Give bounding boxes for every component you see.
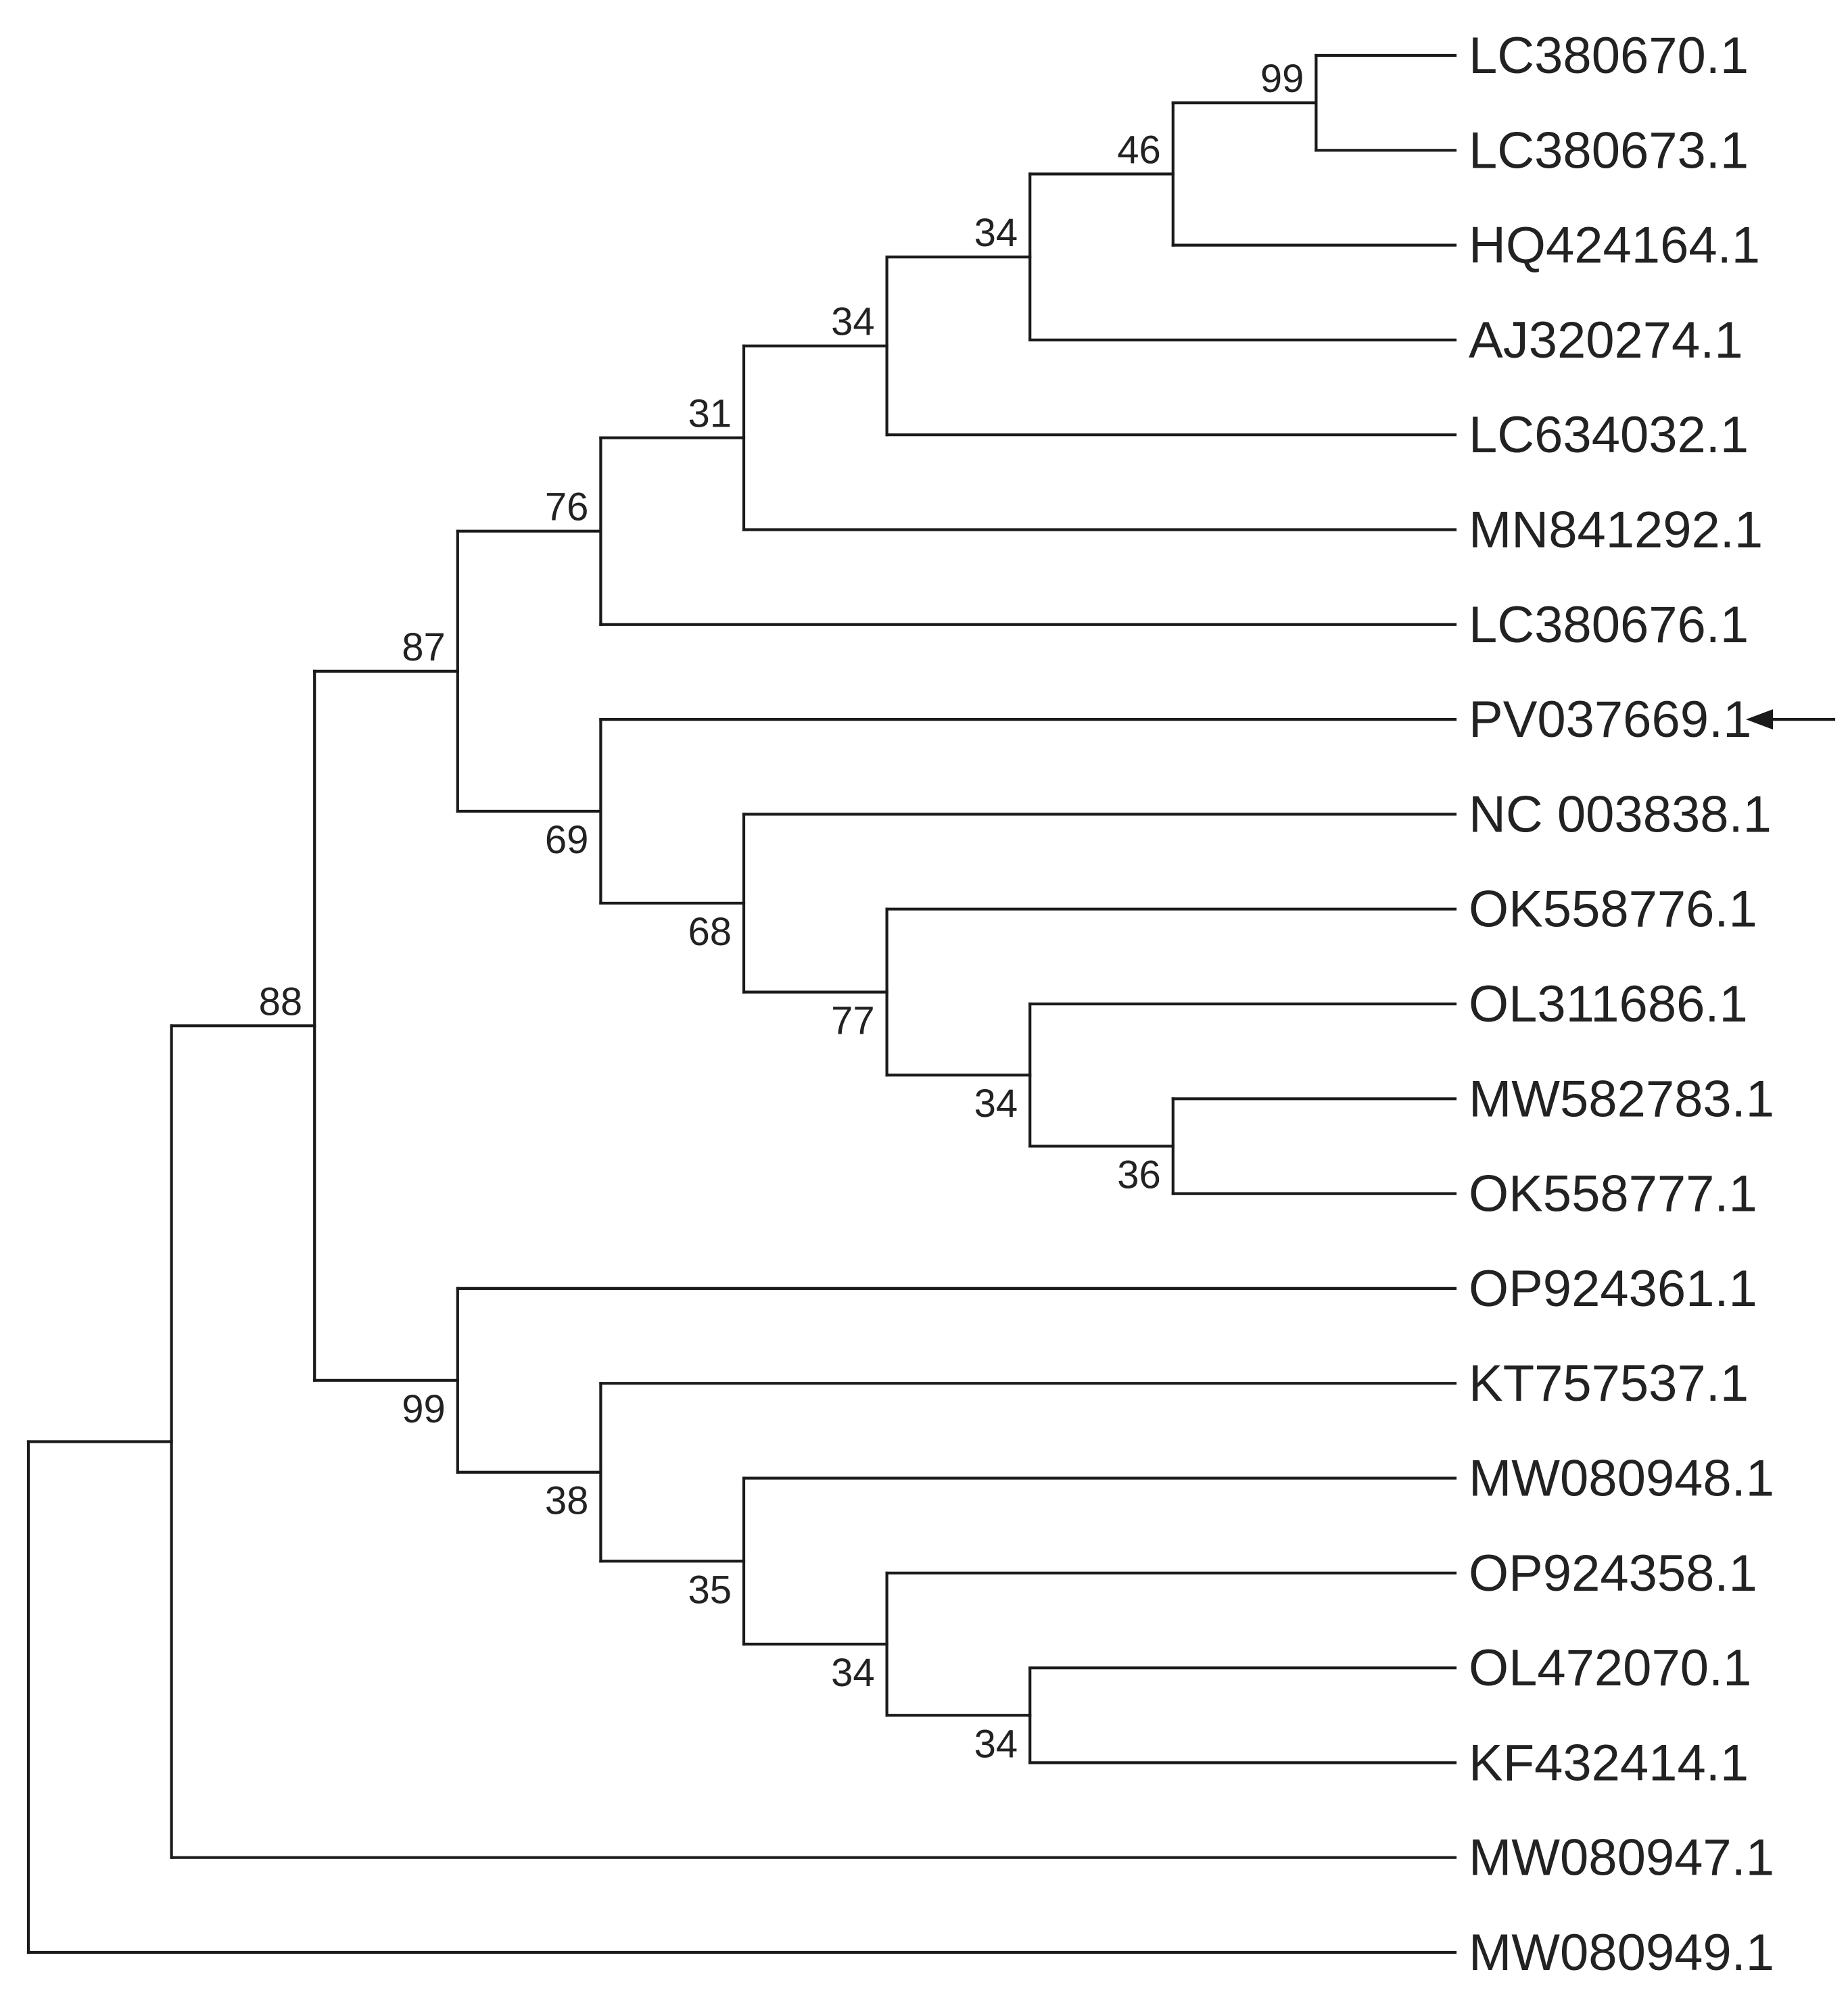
taxon-label: OK558776.1 [1469,881,1757,938]
bootstrap-value: 34 [974,211,1018,255]
bootstrap-value: 36 [1117,1153,1161,1197]
tree-branches [26,53,1457,1954]
taxon-label: NC 003838.1 [1469,786,1772,843]
taxon-label: MW080949.1 [1469,1924,1774,1981]
taxon-label: KT757537.1 [1469,1355,1749,1412]
taxon-label: OL472070.1 [1469,1639,1751,1697]
taxon-label: OL311686.1 [1469,976,1748,1033]
taxon-label: MW080947.1 [1469,1829,1774,1887]
bootstrap-support-values: 88 87 76 31 34 34 46 99 69 68 77 34 36 99 38 35 34 34 [259,57,1304,1766]
left-arrow-icon [1746,709,1836,730]
taxon-label: HQ424164.1 [1469,217,1760,274]
bootstrap-value: 87 [402,625,446,669]
taxon-label: PV037669.1 [1469,691,1751,748]
taxon-label: OP924361.1 [1469,1260,1757,1318]
bootstrap-value: 34 [974,1082,1018,1126]
bootstrap-value: 76 [545,485,589,529]
taxon-label: MN841292.1 [1469,502,1763,559]
bootstrap-value: 35 [688,1568,732,1612]
bootstrap-value: 99 [402,1387,446,1431]
taxon-label: OK558777.1 [1469,1165,1757,1223]
bootstrap-value: 99 [1260,57,1304,101]
taxon-label: MW080948.1 [1469,1450,1774,1508]
bootstrap-value: 88 [259,980,303,1024]
taxon-label: LC380676.1 [1469,596,1749,654]
highlight-markers [1746,709,1836,730]
taxon-labels: LC380670.1LC380673.1HQ424164.1AJ320274.1… [1469,27,1774,1981]
bootstrap-value: 68 [688,910,732,954]
bootstrap-value: 77 [831,999,875,1042]
taxon-label: LC634032.1 [1469,406,1749,464]
taxon-label: LC380670.1 [1469,27,1749,85]
taxon-label: LC380673.1 [1469,122,1749,179]
bootstrap-value: 69 [545,818,589,862]
bootstrap-value: 34 [831,1651,875,1695]
taxon-label: KF432414.1 [1469,1734,1749,1792]
taxon-label: MW582783.1 [1469,1070,1774,1128]
bootstrap-value: 34 [831,300,875,344]
taxon-label: OP924358.1 [1469,1545,1757,1602]
arrow-head [1746,709,1773,730]
bootstrap-value: 46 [1117,128,1161,172]
taxon-label: AJ320274.1 [1469,312,1743,369]
bootstrap-value: 38 [545,1479,589,1523]
bootstrap-value: 31 [688,392,732,436]
bootstrap-value: 34 [974,1722,1018,1766]
